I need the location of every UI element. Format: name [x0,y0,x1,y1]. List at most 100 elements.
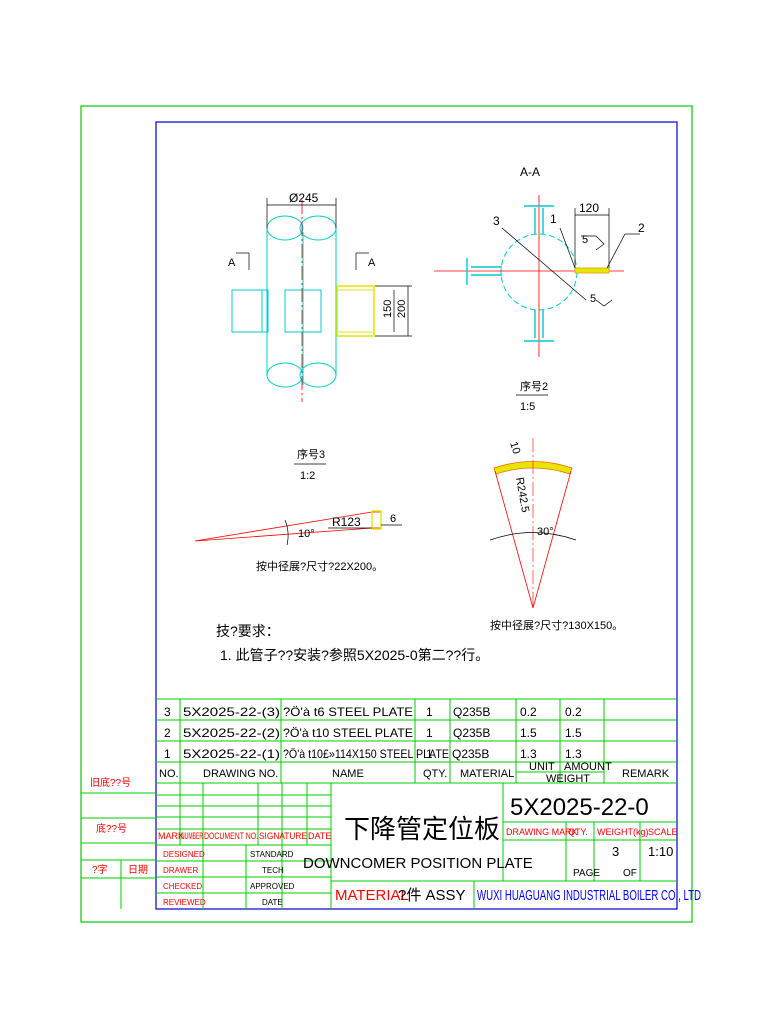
bom-header: NO. DRAWING NO. NAME QTY. MATERIAL UNIT … [159,761,670,785]
tb-checked: CHECKED [163,882,202,891]
inner-border [155,121,678,910]
bom-cell: ?Ö'à t6 STEEL PLATE [283,705,413,719]
tb-document-no: DOCUMENT NO. [204,831,258,841]
tb-drawer: DRAWER [163,866,198,875]
title-en: DOWNCOMER POSITION PLATE [303,855,533,872]
dim-10: 10 [507,440,522,455]
r123: R123 [332,515,361,529]
ref-2: 2 [638,221,645,235]
tb-weight-label: WEIGHT(kg) [597,827,649,837]
notes-item-1: 1. 此管子??安装?参照5X2025-0第二??行。 [220,647,489,663]
material-label: MATERIAL [335,887,409,904]
ref-3: 3 [493,214,500,228]
tb-date: DATE [308,831,331,841]
section-label: A-A [520,165,540,179]
tb-date2: DATE [262,898,283,907]
side-date: 日期 [128,864,148,876]
bom-table [156,698,677,784]
title-block-labels: MARK NUMBER DOCUMENT NO. SIGNATURE DATE … [158,831,331,907]
bom-cell: Q235B [453,705,490,719]
tb-reviewed: REVIEWED [163,898,206,907]
bom-cell: Q235B [452,747,489,761]
notes-heading: 技?要求： [216,623,280,639]
bom-cell: 2 [164,726,171,740]
bom-cell: 1 [426,726,433,740]
bom-cell: 1.3 [565,747,582,761]
tb-qty-value: 3 [612,844,619,859]
tb-signature: SIGNATURE [259,831,307,841]
seq2-note: 按中径展?尺寸?130X150。 [490,618,623,632]
bom-header-name: NAME [332,768,364,780]
bom-header-drawing: DRAWING NO. [203,768,278,780]
bom-cell: 1.5 [565,726,582,740]
outer-frame [80,105,693,923]
a-left-label: A [228,257,236,269]
tb-designed: DESIGNED [163,850,205,859]
bom-cell: 1 [164,747,171,761]
tb-mark: MARK [158,831,184,841]
tb-drawing-mark: DRAWING MARK [506,827,578,837]
bom-cell: ?Ö'à t10£»114X150 STEEL PLATE [283,747,449,761]
angle-10: 10° [298,528,315,540]
side-old-no: 旧底??号 [90,776,131,789]
dim-120: 120 [579,201,599,215]
drawing-number: 5X2025-22-0 [510,794,649,821]
bom-cell: 3 [164,705,171,719]
dia-label: Ø245 [289,191,319,205]
bom-cell: 1 [426,705,433,719]
tb-tech: TECH [262,866,284,875]
tb-of-label: OF [623,868,637,879]
material-value: ?件 ASSY [398,887,466,904]
seq3-detail: 序号3 1:2 R123 6 10° 按中径展?尺寸?22X200。 [194,447,402,573]
bom-cell: 0.2 [520,705,537,719]
bom-row: 2 5X2025-22-(2) ?Ö'à t10 STEEL PLATE 1 Q… [164,726,582,740]
tb-number: NUMBER [181,831,203,841]
bom-cell: 1 [426,747,433,761]
bom-header-no: NO. [159,768,179,780]
side-sign: ?字 [92,863,108,876]
dim-150: 150 [382,300,394,318]
tb-approved: APPROVED [250,882,295,891]
seq3-label: 序号3 [297,447,325,461]
bom-cell: ?Ö'à t10 STEEL PLATE [283,726,413,740]
weld-5a: 5 [582,234,588,246]
tb-standard: STANDARD [250,850,294,859]
bom-cell: 5X2025-22-(2) [183,726,280,740]
bom-header-amount: AMOUNT [564,761,612,773]
bom-cell: 5X2025-22-(1) [183,747,280,761]
bom-row: 3 5X2025-22-(3) ?Ö'à t6 STEEL PLATE 1 Q2… [164,705,582,719]
side-base-no: 底??号 [96,822,127,835]
weld-5b: 5 [590,293,596,305]
seq2-label: 序号2 [520,379,548,393]
tb-scale-label: SCALE [648,827,678,837]
title-block-grid [156,783,677,909]
dim-6: 6 [390,513,396,525]
seq3-note: 按中径展?尺寸?22X200。 [256,559,383,573]
side-block-grid [81,792,156,909]
bom-header-qty: QTY. [423,768,447,780]
bom-header-weight: WEIGHT [546,773,590,785]
bom-header-unit: UNIT [529,761,555,773]
section-aa-view: A-A 120 1 2 3 [434,165,645,357]
r2425: R242.5 [513,476,531,513]
front-view: Ø245 A A 150 200 [228,191,412,402]
seq3-scale: 1:2 [300,470,315,482]
dim-200: 200 [396,300,408,318]
tb-scale-value: 1:10 [648,844,673,859]
angle-30: 30° [537,526,554,538]
bom-cell: 1.5 [520,726,537,740]
bom-header-material: MATERIAL [460,768,514,780]
bom-cell: 5X2025-22-(3) [183,705,280,719]
title-cn: 下降管定位板 [344,814,500,844]
tb-page-label: PAGE [573,868,600,879]
bom-cell: Q235B [453,726,490,740]
seq2-detail: 序号2 1:5 10 R242.5 30° 按中径展?尺寸?130X150。 [489,379,623,632]
title-block-roles: STANDARD TECH APPROVED DATE [250,850,295,907]
bom-cell: 1.3 [520,747,537,761]
company-name: WUXI HUAGUANG INDUSTRIAL BOILER CO., LTD [477,887,701,904]
ref-1: 1 [550,212,557,226]
bom-row: 1 5X2025-22-(1) ?Ö'à t10£»114X150 STEEL … [164,747,582,761]
a-right-label: A [368,257,376,269]
seq2-scale: 1:5 [520,401,535,413]
